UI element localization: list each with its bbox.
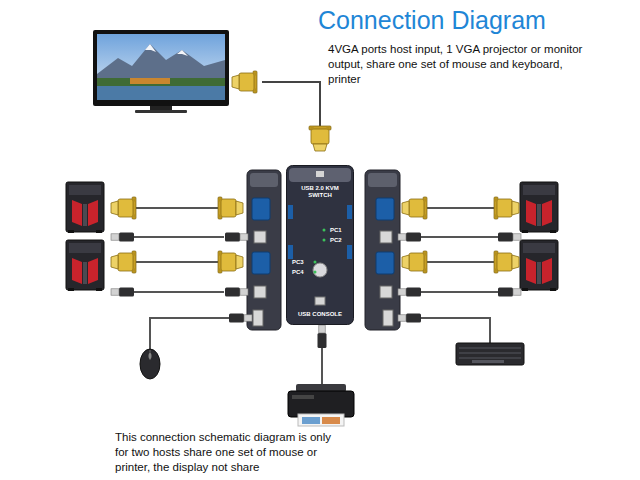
switch-detail — [288, 205, 293, 219]
side-panel — [247, 170, 281, 330]
mouse-cable — [150, 318, 230, 350]
side-panel — [365, 170, 400, 330]
switch-detail — [316, 171, 324, 177]
pc-tower — [66, 240, 104, 291]
switch-detail — [347, 245, 352, 259]
keyboard — [456, 343, 524, 365]
monitor-stand — [150, 106, 172, 110]
port-label: PC4 — [292, 269, 312, 276]
port-label: PC1 — [330, 227, 350, 234]
port-label: PC2 — [330, 237, 350, 244]
port-label: USB CONSOLE — [290, 311, 350, 318]
printer — [288, 384, 354, 426]
monitor — [93, 30, 229, 113]
snow — [177, 50, 188, 56]
switch-detail — [323, 229, 326, 232]
switch-detail — [289, 168, 351, 182]
note-text: 4VGA ports host input, 1 VGA projector o… — [328, 42, 598, 87]
switch-detail — [323, 239, 326, 242]
kvm-switch: USB 2.0 KVM SWITCH PC1PC2PC3PC4USB CONSOL… — [286, 165, 354, 325]
switch-detail — [313, 263, 327, 277]
usb-plug — [398, 314, 421, 323]
snow — [145, 44, 156, 52]
vga-plug — [309, 126, 331, 151]
monitor-screen — [97, 34, 225, 100]
diagram-title: Connection Diagram — [318, 6, 546, 35]
pc-tower — [520, 182, 558, 233]
mountains — [97, 44, 225, 80]
switch-detail — [288, 245, 293, 259]
cables-right — [398, 197, 521, 297]
monitor-stand — [135, 110, 187, 113]
device-name: USB 2.0 KVM SWITCH — [292, 185, 348, 198]
usb-plug — [318, 325, 327, 348]
vga-cable — [262, 82, 320, 126]
vga-plug — [232, 71, 257, 93]
switch-detail — [287, 166, 354, 325]
printer-cable — [321, 344, 323, 384]
trees — [130, 78, 170, 84]
trees — [97, 78, 225, 86]
switch-detail — [315, 297, 325, 305]
caption-text: This connection schematic diagram is onl… — [115, 430, 337, 475]
keyboard-cable — [420, 318, 490, 343]
monitor-bezel — [93, 30, 229, 106]
port-label: PC3 — [292, 259, 312, 266]
mouse — [140, 349, 160, 379]
switch-detail — [347, 205, 352, 219]
usb-plug — [229, 314, 252, 323]
pc-tower — [66, 182, 104, 233]
switch-detail — [314, 271, 317, 274]
cables-left — [111, 197, 248, 297]
pc-tower — [520, 240, 558, 291]
switch-detail — [314, 261, 317, 264]
lake — [97, 86, 225, 100]
